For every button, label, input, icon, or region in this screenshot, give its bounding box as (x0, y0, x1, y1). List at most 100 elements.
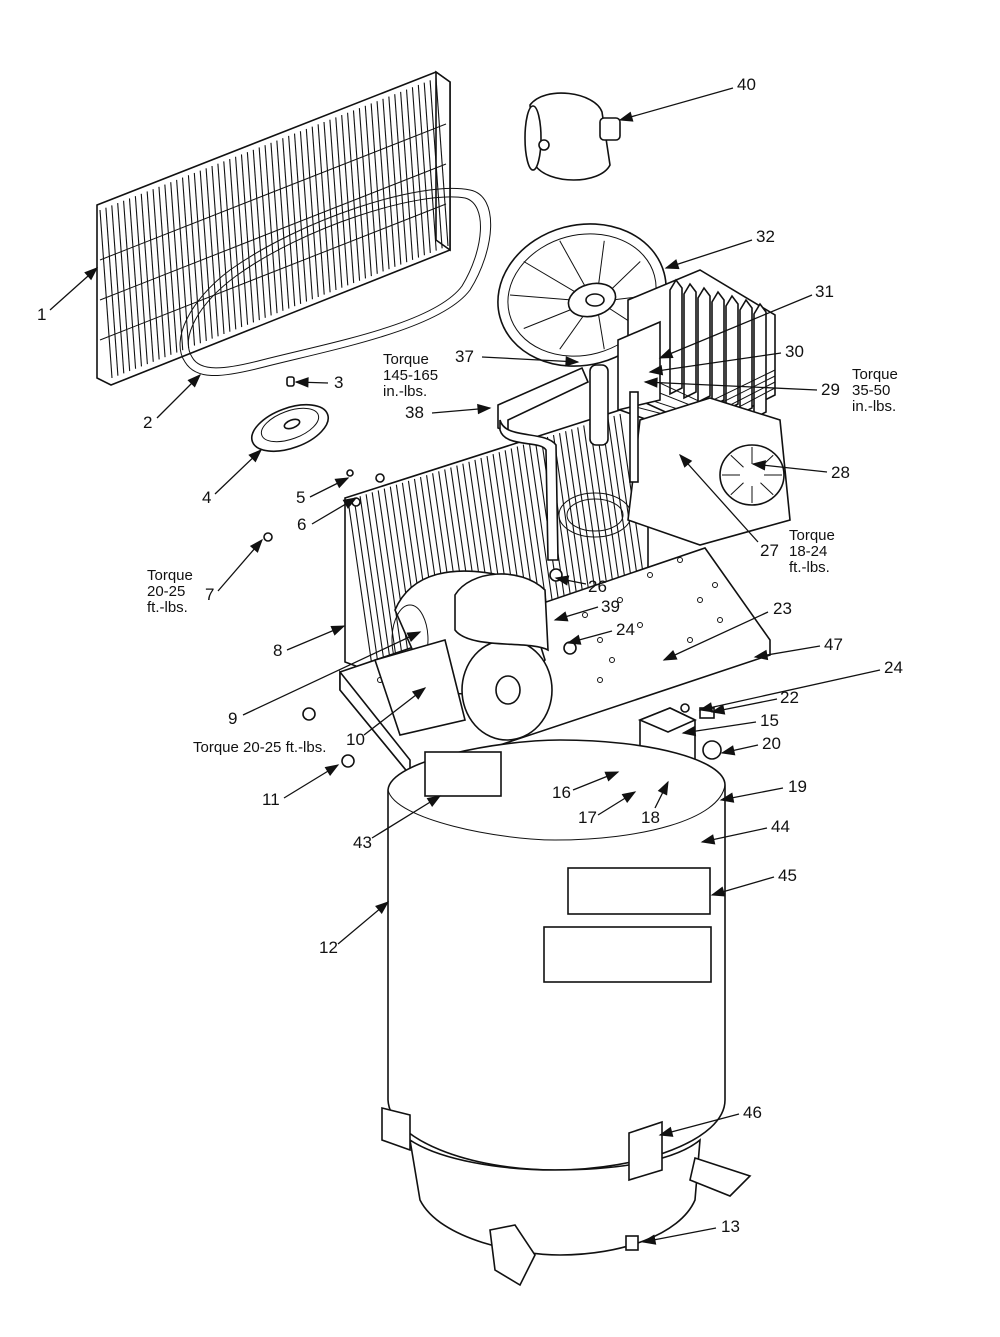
callout-arrowhead (753, 649, 769, 661)
callout-c30: 30 (648, 342, 804, 376)
callout-number: 5 (296, 488, 305, 507)
callout-number: 31 (815, 282, 834, 301)
callout-c24b: 24 (698, 658, 903, 713)
callout-arrowhead (657, 780, 669, 796)
callout-number: 24 (884, 658, 903, 677)
callout-number: 44 (771, 817, 790, 836)
air-filter (524, 92, 621, 181)
callout-c44: 44 (700, 817, 790, 845)
callout-number: 27 (760, 541, 779, 560)
callout-arrowhead (334, 477, 350, 489)
callout-leader (665, 239, 753, 269)
callout-number: 28 (831, 463, 850, 482)
callout-leader (663, 611, 769, 661)
callout-arrowhead (664, 259, 680, 270)
callout-number: 26 (588, 577, 607, 596)
callout-arrowhead (249, 538, 263, 553)
callout-c40: 40 (618, 75, 756, 122)
callout-leader (659, 294, 813, 359)
callout-number: 3 (334, 373, 343, 392)
callout-arrowhead (698, 702, 714, 713)
callout-arrowhead (710, 704, 726, 715)
callout-number: 23 (773, 599, 792, 618)
callout-arrowhead (554, 575, 570, 586)
v-belt (179, 187, 492, 376)
callout-number: 19 (788, 777, 807, 796)
callout-c43: 43 (353, 795, 442, 852)
discharge-tube (497, 364, 639, 561)
callout-c45: 45 (710, 866, 797, 897)
callout-c37: 37 (455, 347, 580, 367)
callout-arrowhead (477, 403, 492, 415)
callout-number: 9 (228, 709, 237, 728)
callout-arrowhead (658, 1126, 674, 1137)
air-tank (381, 739, 752, 1287)
callout-number: 47 (824, 635, 843, 654)
callout-c19: 19 (719, 777, 807, 803)
callout-number: 2 (143, 413, 152, 432)
callout-number: 30 (785, 342, 804, 361)
pump-head (617, 269, 776, 431)
torque-note-line: Torque (147, 567, 193, 584)
callout-arrowhead (710, 886, 726, 897)
callout-c16: 16 (552, 771, 620, 802)
torque-note-line: ft.-lbs. (147, 599, 188, 616)
callout-arrowhead (411, 687, 427, 700)
callout-arrowhead (342, 497, 358, 509)
callout-number: 12 (319, 938, 338, 957)
callout-number: 29 (821, 380, 840, 399)
callout-c4: 4 (202, 449, 263, 507)
callout-leader (242, 631, 421, 716)
callout-arrowhead (681, 725, 697, 737)
callout-number: 8 (273, 641, 282, 660)
callout-c29: 29 (643, 377, 840, 399)
callout-c20: 20 (720, 734, 781, 756)
callout-number: 18 (641, 808, 660, 827)
callout-leader (371, 795, 441, 839)
torque-note-line: in.-lbs. (383, 383, 427, 400)
callout-leader (659, 1113, 740, 1136)
callout-arrowhead (566, 634, 582, 645)
callout-c46: 46 (658, 1103, 762, 1137)
callout-c22: 22 (710, 688, 799, 715)
callout-c31: 31 (658, 282, 834, 359)
callout-leader (363, 687, 426, 736)
electric-motor (373, 570, 553, 741)
callout-number: 13 (721, 1217, 740, 1236)
callout-c11: 11 (262, 764, 340, 809)
callout-c28: 28 (751, 460, 850, 482)
callout-arrowhead (426, 795, 442, 808)
callout-c12: 12 (319, 901, 390, 957)
callout-arrowhead (751, 460, 766, 471)
callout-c39: 39 (553, 597, 620, 622)
callout-c6: 6 (297, 497, 358, 534)
callout-c18: 18 (641, 780, 669, 827)
callout-number: 37 (455, 347, 474, 366)
torque-note-line: 18-24 (789, 543, 827, 560)
torque-note-line: ft.-lbs. (789, 559, 830, 576)
pump-crankcase (627, 397, 791, 546)
callout-c3: 3 (294, 373, 343, 392)
torque-note-line: 35-50 (852, 382, 890, 399)
callout-c26: 26 (554, 575, 607, 596)
callout-c5: 5 (296, 477, 350, 507)
callout-c10: 10 (346, 687, 427, 749)
callout-arrowhead (406, 631, 422, 643)
callout-arrowhead (187, 373, 202, 388)
callout-c15: 15 (681, 711, 779, 737)
callout-arrowhead (618, 111, 634, 122)
torque-note-line: Torque (789, 527, 835, 544)
torque-note-line: Torque (852, 366, 898, 383)
torque-note-t20b: Torque 20-25 ft.-lbs. (193, 739, 326, 756)
callout-arrowhead (553, 611, 569, 622)
callout-leader (679, 454, 759, 543)
callout-number: 20 (762, 734, 781, 753)
callout-number: 1 (37, 305, 46, 324)
callout-number: 24 (616, 620, 635, 639)
flywheel (497, 223, 667, 367)
callout-c7: 7 (205, 538, 263, 604)
callout-number: 46 (743, 1103, 762, 1122)
